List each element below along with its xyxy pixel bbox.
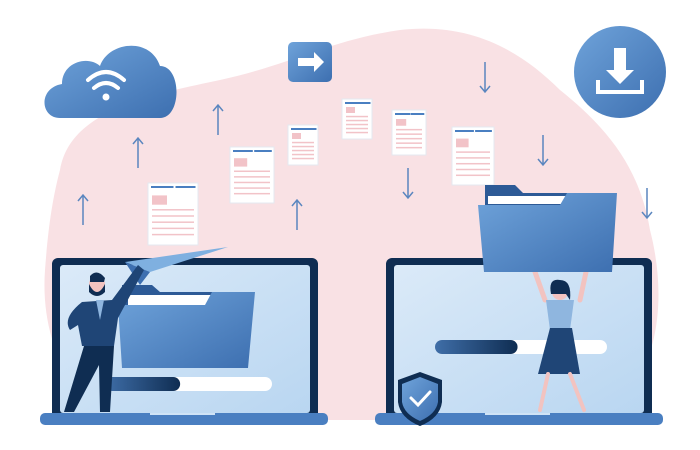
arrow-up-icon bbox=[77, 193, 89, 225]
left-laptop bbox=[40, 247, 328, 425]
document-icon bbox=[147, 182, 199, 246]
download-icon bbox=[574, 26, 666, 118]
document-icon bbox=[229, 146, 275, 204]
arrow-up-icon bbox=[291, 198, 303, 230]
document-icon bbox=[451, 126, 495, 186]
folder-icon bbox=[478, 185, 617, 272]
right-laptop bbox=[375, 258, 663, 426]
arrow-right-icon bbox=[288, 42, 332, 82]
shield-check-icon bbox=[398, 372, 442, 426]
cloud-wifi-icon bbox=[44, 45, 177, 118]
arrow-down-icon bbox=[537, 135, 549, 167]
folder-icon bbox=[118, 285, 255, 368]
upload-progress-bar bbox=[105, 377, 272, 391]
arrow-down-icon bbox=[641, 188, 653, 220]
woman-figure bbox=[532, 269, 589, 412]
document-icon bbox=[287, 124, 319, 166]
arrow-up-icon bbox=[132, 136, 144, 168]
document-icon bbox=[341, 98, 373, 140]
arrow-down-icon bbox=[402, 168, 414, 200]
arrow-down-icon bbox=[479, 62, 491, 94]
download-progress-bar bbox=[435, 340, 607, 354]
document-icon bbox=[391, 109, 427, 156]
arrow-up-icon bbox=[212, 103, 224, 135]
businessman-figure bbox=[64, 265, 144, 412]
